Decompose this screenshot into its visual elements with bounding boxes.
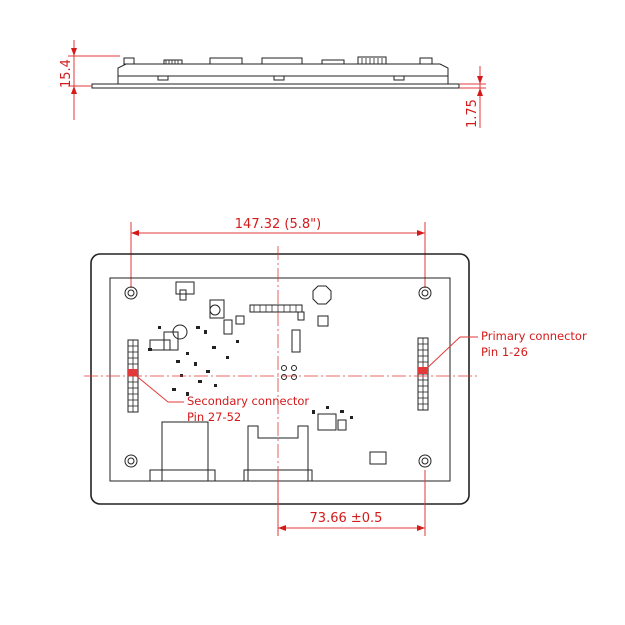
height-dim-label: 15.4 [59, 59, 74, 88]
offset-dim-label: 73.66 ±0.5 [310, 511, 383, 526]
primary-pin-marker [418, 367, 428, 374]
primary-callout-line2: Pin 1-26 [481, 345, 528, 359]
primary-connector [417, 337, 429, 411]
offset-dimension: 73.66 ±0.5 [277, 470, 426, 536]
secondary-callout-line1: Secondary connector [187, 394, 309, 408]
height-dimension: 15.4 [59, 40, 120, 120]
primary-callout-line1: Primary connector [481, 329, 587, 343]
pcb-components [148, 281, 387, 481]
side-view [91, 56, 460, 89]
center-lines [84, 246, 478, 530]
glass-dim-label: 1.75 [465, 99, 480, 128]
width-dimension: 147.32 (5.8") [130, 217, 426, 288]
secondary-callout-line2: Pin 27-52 [187, 410, 241, 424]
display-outline [90, 253, 470, 505]
secondary-pin-marker [128, 369, 138, 376]
glass-dimension: 1.75 [459, 66, 486, 128]
secondary-callout: Secondary connector Pin 27-52 [133, 373, 309, 424]
width-dim-label: 147.32 (5.8") [235, 217, 321, 232]
primary-callout: Primary connector Pin 1-26 [423, 329, 587, 372]
